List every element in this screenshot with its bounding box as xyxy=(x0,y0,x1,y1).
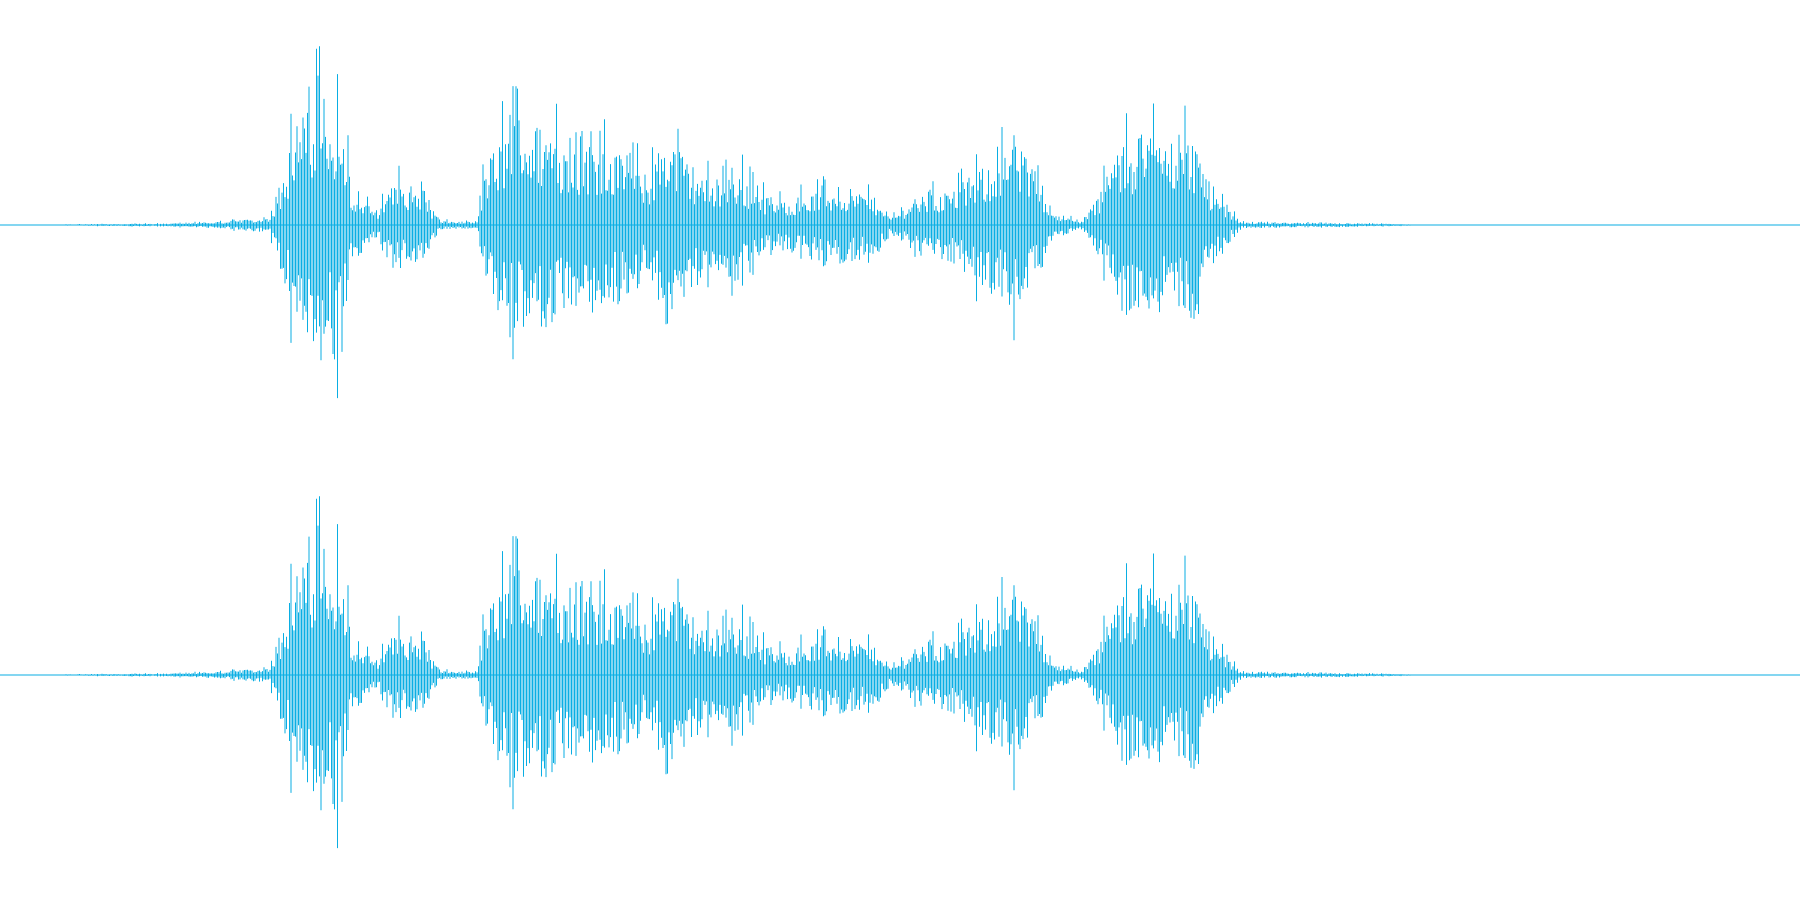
waveform-signal xyxy=(65,496,1411,849)
waveform-signal xyxy=(65,46,1411,399)
waveform-channel-2 xyxy=(0,496,1800,849)
waveform-channel-1 xyxy=(0,46,1800,399)
